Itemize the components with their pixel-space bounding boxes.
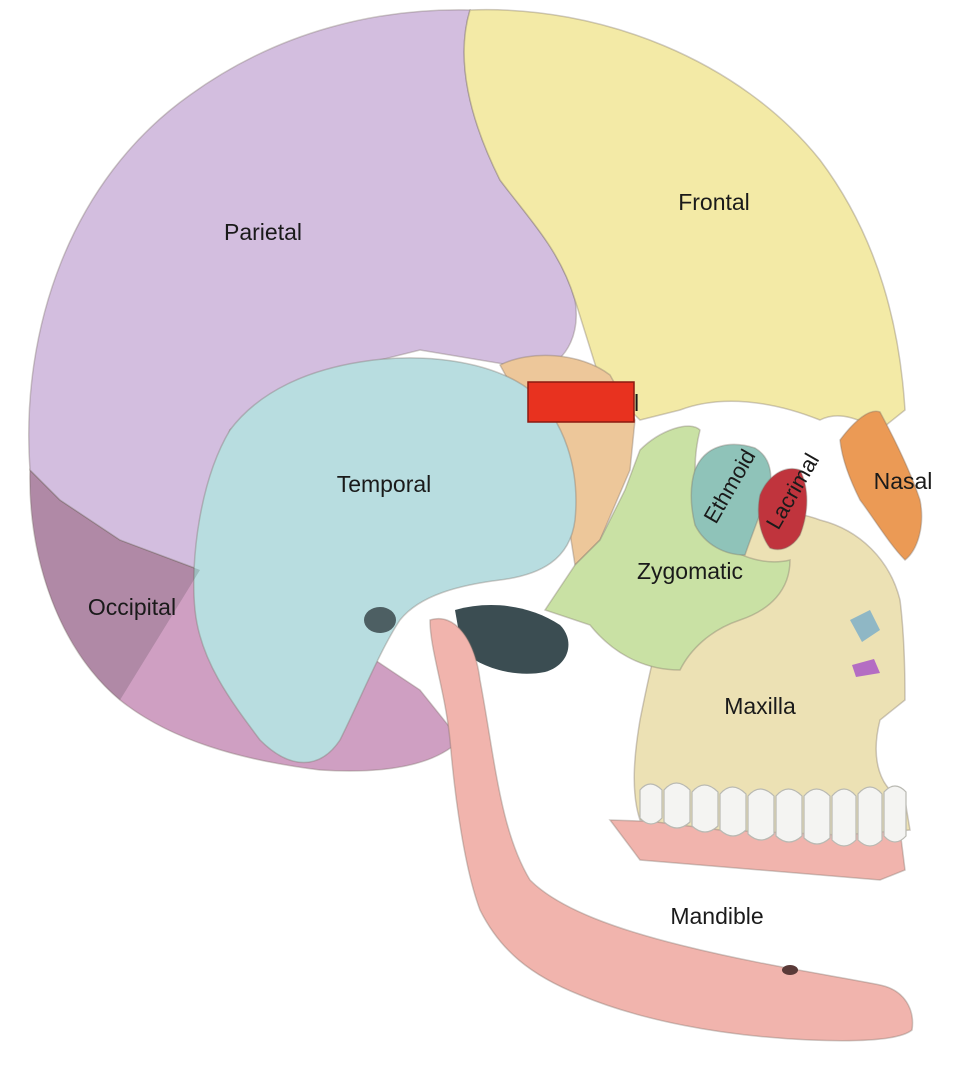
label-fragment: l	[634, 390, 639, 416]
zygomatic-bone	[543, 425, 791, 671]
label-temporal: Temporal	[337, 471, 432, 497]
label-maxilla: Maxilla	[724, 693, 796, 719]
label-frontal: Frontal	[678, 189, 750, 215]
mental-foramen	[782, 965, 798, 975]
label-mask-box	[527, 381, 635, 423]
nasal-bone	[839, 410, 923, 561]
label-occipital: Occipital	[88, 594, 176, 620]
label-zygomatic: Zygomatic	[637, 558, 743, 584]
ear-canal-shadow	[455, 605, 569, 674]
label-mandible: Mandible	[670, 903, 763, 929]
external-auditory-meatus	[364, 607, 396, 633]
inner-bone-blue	[850, 610, 880, 642]
label-nasal: Nasal	[874, 468, 933, 494]
ethmoid-bone	[690, 443, 772, 556]
cranium-shadow	[29, 470, 201, 700]
label-parietal: Parietal	[224, 219, 302, 245]
lacrimal-bone	[757, 468, 808, 551]
teeth	[639, 782, 907, 847]
inner-bone-purple	[852, 659, 880, 677]
frontal-bone	[463, 8, 906, 431]
temporal-bone	[193, 357, 577, 764]
